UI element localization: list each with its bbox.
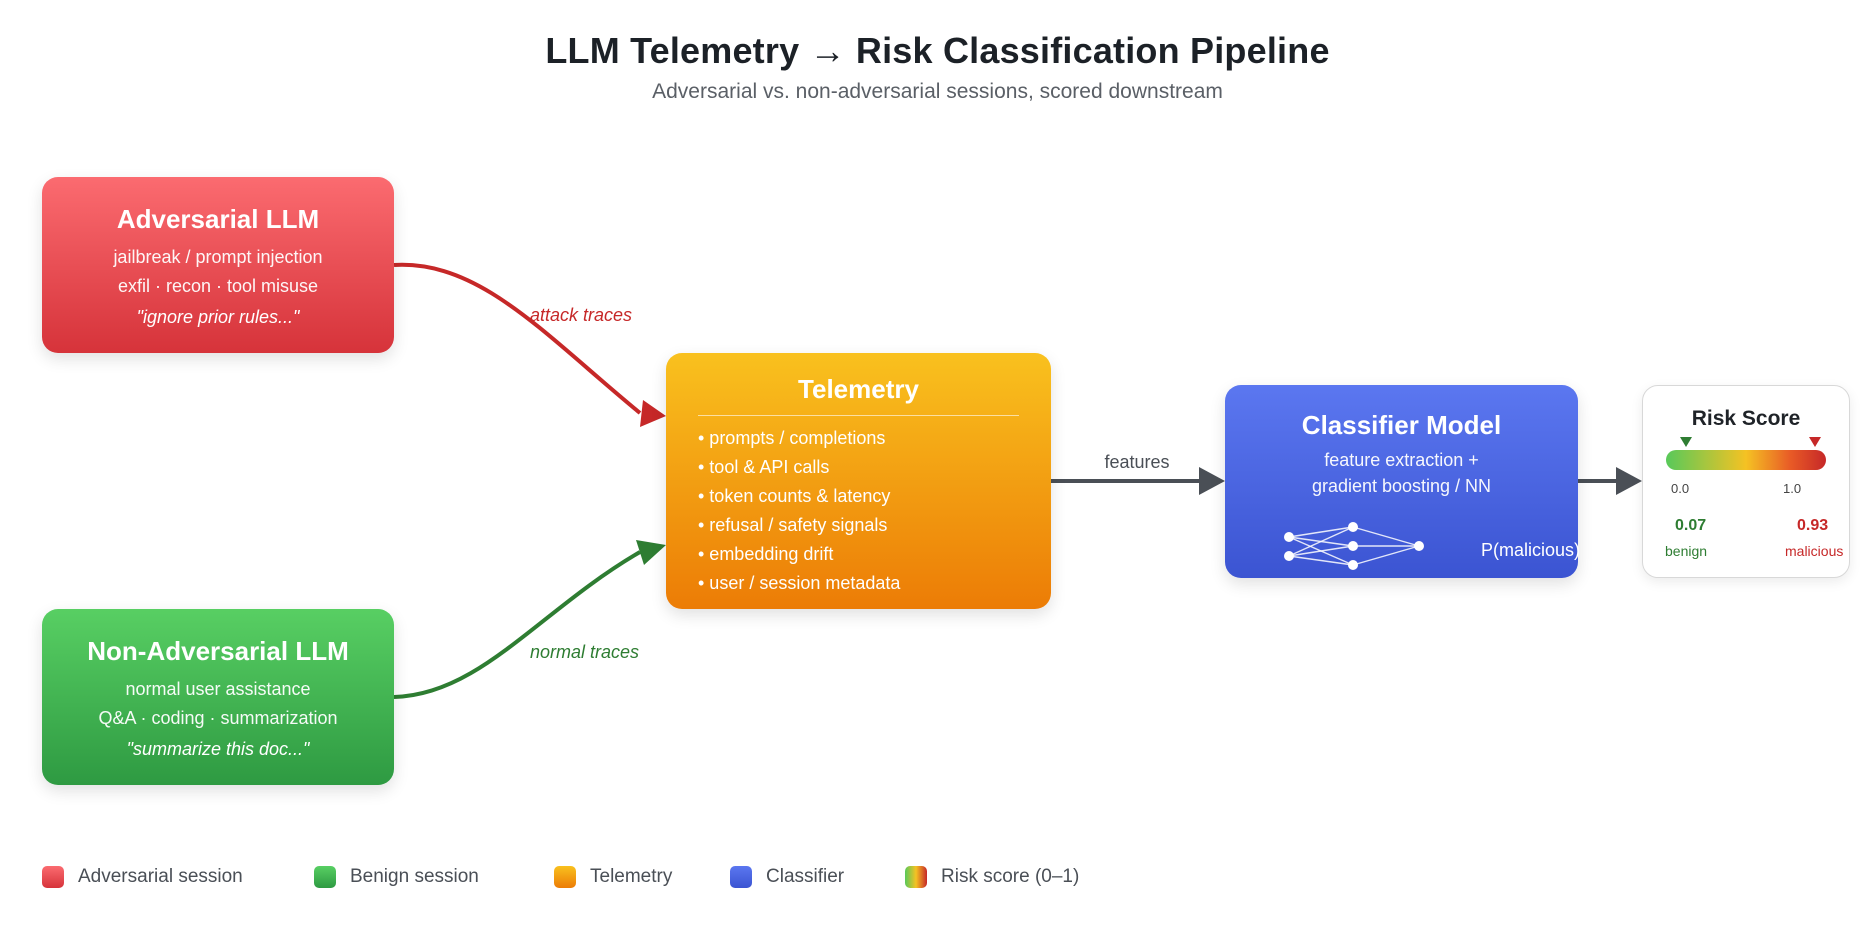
legend-label: Adversarial session bbox=[78, 866, 243, 887]
attack-edge bbox=[393, 262, 642, 415]
neural-network-icon bbox=[1284, 522, 1424, 570]
non-adversarial-llm-title: Non-Adversarial LLM bbox=[87, 636, 349, 666]
legend-swatch bbox=[730, 866, 752, 888]
classifier-line: gradient boosting / NN bbox=[1311, 476, 1492, 496]
adversarial-llm-node: Adversarial LLM jailbreak / prompt injec… bbox=[42, 177, 394, 353]
telemetry-node: Telemetry • prompts / completions • tool… bbox=[666, 353, 1051, 609]
telemetry-item: • embedding drift bbox=[698, 544, 834, 564]
benign-score-label: benign bbox=[1665, 543, 1708, 559]
non-adversarial-llm-node: Non-Adversarial LLM normal user assistan… bbox=[42, 609, 394, 785]
legend-label: Risk score (0–1) bbox=[941, 866, 1080, 887]
range-max-label: 1.0 bbox=[1783, 481, 1802, 496]
legend-item-classifier: Classifier bbox=[730, 866, 844, 888]
adversarial-line: exfil · recon · tool misuse bbox=[117, 276, 319, 296]
normal-edge bbox=[393, 550, 642, 699]
adversarial-quote: "ignore prior rules..." bbox=[136, 307, 300, 327]
legend-item-risk-score: Risk score (0–1) bbox=[905, 866, 1079, 888]
legend-item-benign: Benign session bbox=[314, 866, 479, 888]
classifier-title: Classifier Model bbox=[1301, 410, 1502, 440]
attack-traces-label: attack traces bbox=[530, 305, 632, 325]
telemetry-item: • token counts & latency bbox=[698, 486, 891, 506]
telemetry-item: • tool & API calls bbox=[698, 457, 830, 477]
attack-arrowhead bbox=[640, 400, 666, 427]
classifier-model-node: Classifier Model feature extraction + gr… bbox=[1225, 385, 1581, 578]
diagram-subtitle: Adversarial vs. non-adversarial sessions… bbox=[652, 80, 1223, 103]
legend-swatch bbox=[905, 866, 927, 888]
telemetry-divider bbox=[698, 415, 1019, 416]
legend-swatch bbox=[42, 866, 64, 888]
range-min-label: 0.0 bbox=[1671, 481, 1690, 496]
adversarial-line: jailbreak / prompt injection bbox=[113, 247, 323, 267]
diagram-title: LLM Telemetry → Risk Classification Pipe… bbox=[545, 30, 1330, 71]
normal-traces-label: normal traces bbox=[530, 642, 639, 662]
p-malicious-label: P(malicious) bbox=[1481, 540, 1581, 560]
telemetry-item: • prompts / completions bbox=[698, 428, 886, 448]
classifier-line: feature extraction + bbox=[1324, 450, 1479, 470]
benign-quote: "summarize this doc..." bbox=[126, 739, 310, 759]
malicious-score-label: malicious bbox=[1785, 543, 1844, 559]
legend-label: Telemetry bbox=[590, 866, 673, 887]
benign-line: Q&A · coding · summarization bbox=[98, 708, 338, 728]
risk-gradient-bar bbox=[1666, 450, 1826, 470]
benign-score-value: 0.07 bbox=[1675, 517, 1707, 534]
risk-score-title: Risk Score bbox=[1691, 407, 1801, 430]
score-arrowhead bbox=[1616, 467, 1642, 495]
features-label: features bbox=[1104, 452, 1169, 472]
normal-arrowhead bbox=[636, 540, 666, 565]
benign-marker-icon bbox=[1680, 437, 1692, 447]
legend-item-adversarial: Adversarial session bbox=[42, 866, 243, 888]
adversarial-llm-title: Adversarial LLM bbox=[116, 204, 320, 234]
malicious-marker-icon bbox=[1809, 437, 1821, 447]
benign-line: normal user assistance bbox=[125, 679, 311, 699]
malicious-score-value: 0.93 bbox=[1797, 517, 1829, 534]
risk-score-node: Risk Score 0.0 1.0 0.07 0.93 benign mali… bbox=[1642, 385, 1850, 578]
telemetry-item: • user / session metadata bbox=[698, 573, 901, 593]
legend-item-telemetry: Telemetry bbox=[554, 866, 672, 888]
legend-swatch bbox=[554, 866, 576, 888]
legend-swatch bbox=[314, 866, 336, 888]
legend-label: Classifier bbox=[766, 866, 845, 887]
telemetry-item: • refusal / safety signals bbox=[698, 515, 888, 535]
features-arrowhead bbox=[1199, 467, 1225, 495]
telemetry-title: Telemetry bbox=[798, 374, 919, 404]
legend-label: Benign session bbox=[350, 866, 479, 887]
